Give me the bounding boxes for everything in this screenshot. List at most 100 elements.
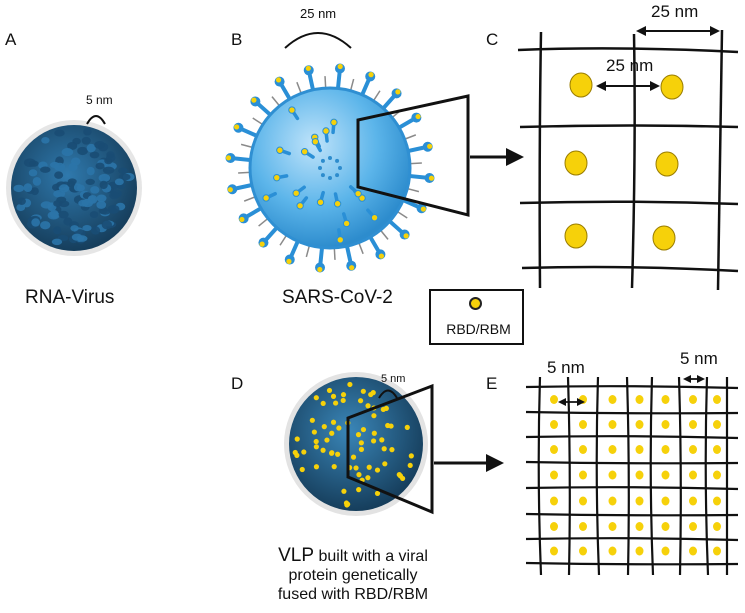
rbd-dot: [689, 420, 697, 429]
grid-e-vline: [704, 376, 710, 576]
grid-e-vline: [566, 376, 571, 576]
spike-rbd: [234, 124, 240, 130]
spike-rbd: [395, 89, 401, 95]
spike-rbd: [337, 63, 343, 70]
zoom-arrow-b-head: [506, 148, 524, 166]
rbd-dot: [661, 496, 670, 506]
vlp-rbd: [381, 446, 387, 452]
surface-rbd: [273, 173, 281, 182]
rna-virus-particle: [6, 120, 142, 256]
sars-size-arc: [284, 32, 352, 49]
vlp-rbd: [333, 400, 339, 406]
capsomer: [86, 166, 95, 176]
capsomer: [81, 136, 91, 145]
sars-cov-2-virion: [225, 63, 435, 273]
vlp-rbd: [365, 475, 371, 481]
capsomer: [67, 180, 76, 188]
grid-c-inner-label: 25 nm: [606, 56, 654, 75]
surface-rbd: [300, 147, 309, 156]
grid-e-vline: [537, 376, 543, 576]
rbd-dot: [689, 496, 697, 506]
capsomer: [70, 225, 79, 232]
vlp-rbd: [370, 438, 377, 444]
capsomer: [58, 210, 69, 219]
grid-e-vline: [677, 376, 682, 576]
rbd-dot: [689, 522, 697, 531]
panel-label-a: A: [5, 30, 17, 49]
grid-c: [517, 29, 739, 291]
vlp-rbd: [400, 475, 406, 482]
capsomer: [47, 211, 60, 220]
surface-rbd: [333, 200, 342, 208]
vlp-caption: VLP built with a viral protein genetical…: [228, 546, 478, 604]
vlp-rbd: [320, 400, 326, 407]
vlp-rbd: [301, 449, 307, 455]
rbd-dot: [713, 395, 721, 404]
rbd-dot: [689, 395, 697, 404]
spike-rbd: [420, 206, 426, 212]
grid-c-inner-arrow-left: [596, 81, 606, 91]
vlp-rbd: [360, 388, 366, 394]
capsomer: [31, 218, 40, 227]
vlp-rbd: [347, 381, 353, 388]
vlp-rbd: [371, 430, 377, 436]
grid-e-right-arrow-r: [697, 375, 705, 383]
surface-rbd: [322, 127, 330, 135]
surface-rbd: [262, 194, 270, 202]
rbd-dot: [550, 522, 558, 531]
vlp-rbd: [331, 464, 337, 470]
capsomer: [90, 226, 101, 235]
capsomer: [114, 178, 124, 186]
spike-rbd: [286, 258, 292, 264]
capsomer: [28, 169, 38, 177]
capsomer: [90, 186, 100, 194]
rbd-dot: [608, 420, 617, 429]
capsomer: [40, 166, 51, 173]
grid-e-left-arrow-r: [577, 398, 585, 406]
surface-rbd: [354, 189, 362, 198]
surface-rbd: [311, 137, 320, 146]
spike-rbd: [427, 143, 433, 149]
surface-rbd: [288, 106, 296, 114]
capsomer: [106, 153, 116, 162]
capsomer: [101, 220, 113, 230]
grid-e-hline: [525, 561, 739, 566]
capsomer: [102, 166, 115, 174]
rbd-dot: [635, 546, 644, 556]
rbd-dot: [564, 150, 588, 176]
capsomer: [96, 194, 107, 203]
vlp-rbd: [326, 387, 333, 394]
surface-rbd: [342, 219, 351, 228]
vlp-rbd: [407, 462, 413, 469]
capsomer: [32, 177, 42, 186]
grid-e-right-arrow-l: [683, 375, 691, 383]
capsomer: [81, 198, 94, 208]
grid-c-outer-label: 25 nm: [651, 2, 699, 21]
rbd-dot: [608, 470, 617, 480]
rbd-dot: [713, 522, 721, 531]
vlp-rbd: [340, 392, 347, 398]
rbd-dot: [661, 546, 670, 556]
capsomer: [109, 191, 120, 200]
capsomer: [108, 204, 120, 214]
vlp-rbd: [379, 437, 385, 443]
capsomer: [23, 158, 36, 168]
spike-rbd: [227, 187, 233, 193]
surface-rbd: [316, 198, 325, 206]
rbd-dot: [550, 395, 558, 404]
vlp-rbd: [330, 419, 337, 425]
panel-label-d: D: [231, 374, 244, 393]
legend-box: RBD/RBM: [429, 289, 524, 345]
panel-label-e: E: [486, 374, 498, 393]
rna-size-arc: [86, 115, 106, 125]
rbd-dot: [635, 420, 644, 429]
vlp-rbd: [382, 461, 388, 467]
vlp-rbd: [366, 464, 372, 470]
zoom-trapezoid-d: [346, 383, 434, 515]
capsomer: [89, 211, 99, 219]
surface-pore: [320, 158, 325, 163]
rbd-dot: [550, 445, 558, 454]
rbd-dot: [635, 395, 644, 404]
spike-rbd: [305, 65, 311, 71]
